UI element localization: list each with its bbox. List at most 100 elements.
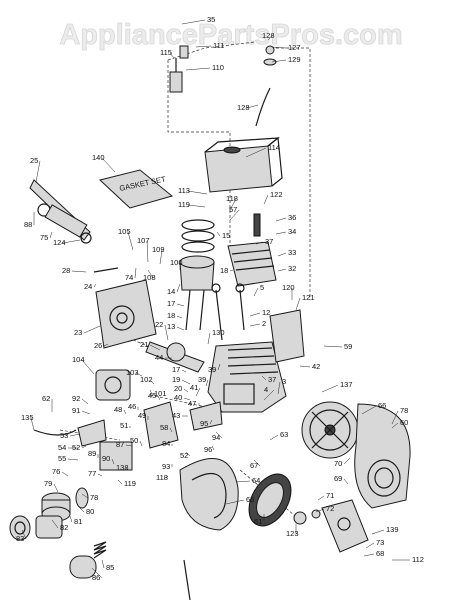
part-number-label: 37 — [268, 375, 276, 384]
callout-leader — [211, 445, 215, 451]
part-number-label: 24 — [84, 282, 92, 291]
part-number-label: 46 — [128, 402, 136, 411]
callout-leader — [277, 381, 281, 395]
part-number-label: 112 — [412, 555, 424, 564]
part-number-label: 88 — [24, 220, 32, 229]
callout-leader — [371, 529, 385, 535]
callout-leader — [277, 268, 287, 272]
part-number-label: 42 — [312, 362, 320, 371]
part-number-label: 101 — [154, 389, 167, 398]
fill-tube — [169, 71, 183, 93]
part-number-label: 90 — [102, 454, 110, 463]
part-number-label: 127 — [288, 43, 301, 52]
part-number-label: 83 — [16, 534, 24, 543]
callout-leader — [253, 459, 261, 467]
callout-leader — [81, 398, 89, 405]
part-number-label: 77 — [88, 469, 96, 478]
callout-leader — [69, 433, 81, 437]
part-number-label: 4 — [264, 385, 268, 394]
callout-leader — [139, 440, 143, 447]
part-number-label: 124 — [53, 238, 66, 247]
part-number-label: 45 — [148, 391, 156, 400]
part-number-label: 122 — [270, 190, 283, 199]
flywheel — [301, 401, 359, 459]
part-number-label: 69 — [334, 474, 342, 483]
callout-leader — [111, 458, 115, 465]
part-number-label: 91 — [72, 406, 80, 415]
callout-leader — [261, 375, 267, 381]
callout-leader — [61, 471, 69, 477]
part-number-label: 139 — [386, 525, 399, 534]
part-number-label: 41 — [190, 383, 198, 392]
part-number-label: 17 — [167, 299, 175, 308]
part-number-label: 95 — [200, 419, 208, 428]
callout-leader — [81, 493, 89, 499]
callout-leader — [69, 515, 73, 523]
callout-leader — [183, 388, 189, 393]
callout-leader — [255, 241, 264, 245]
callout-leader — [246, 104, 259, 109]
callout-leader — [181, 379, 191, 385]
part-number-label: 118 — [226, 194, 238, 203]
part-number-label: 96 — [204, 445, 212, 454]
callout-leader — [207, 332, 211, 345]
callout-leader — [229, 198, 237, 211]
callout-leader — [263, 194, 269, 205]
part-number-label: 103 — [126, 368, 139, 377]
part-number-label: 94 — [212, 433, 220, 442]
part-number-label: 18 — [167, 311, 175, 320]
part-number-label: 72 — [326, 504, 334, 513]
callout-leader — [187, 190, 208, 195]
callout-leader — [215, 431, 223, 439]
callout-leader — [91, 567, 103, 579]
callout-leader — [323, 345, 343, 348]
part-number-label: 76 — [52, 467, 60, 476]
part-number-label: 51 — [120, 421, 128, 430]
callout-leader — [176, 303, 185, 307]
part-number-label: 20 — [174, 384, 182, 393]
callout-leader — [245, 147, 267, 158]
gasket-set: GASKET SET — [98, 169, 174, 209]
callout-leader — [97, 473, 103, 477]
callout-leader — [295, 297, 301, 311]
callout-leader — [235, 480, 251, 483]
part-number-label: 107 — [137, 236, 150, 245]
part-number-label: 115 — [160, 48, 172, 57]
callout-leader — [209, 419, 213, 425]
callout-leader — [205, 379, 209, 387]
dipstick-parts — [169, 45, 277, 127]
part-number-label: 100 — [170, 258, 183, 267]
part-number-label: 105 — [118, 227, 131, 236]
callout-leader — [101, 559, 105, 569]
fuel-tank — [204, 136, 283, 193]
callout-leader — [149, 379, 155, 385]
callout-leader — [271, 59, 287, 63]
callout-leader — [343, 478, 349, 485]
crankcase-cover — [93, 267, 157, 349]
part-number-label: 15 — [222, 231, 230, 240]
part-number-label: 60 — [400, 418, 408, 427]
control-bracket — [269, 309, 305, 363]
part-number-label: 53 — [60, 431, 68, 440]
callout-leader — [125, 444, 133, 447]
callout-leader — [93, 283, 97, 288]
part-number-label: 68 — [376, 549, 384, 558]
cap-nut — [265, 45, 275, 55]
callout-leader — [149, 389, 153, 395]
part-number-label: 5 — [260, 283, 264, 292]
part-number-label: 80 — [86, 507, 94, 516]
part-number-label: 33 — [288, 248, 296, 257]
part-number-label: 49 — [138, 411, 146, 420]
callout-leader — [49, 231, 53, 239]
part-number-label: 35 — [207, 15, 215, 24]
part-number-label: 85 — [106, 563, 114, 572]
part-number-label: 52 — [72, 443, 80, 452]
callout-leader — [164, 324, 169, 341]
part-number-label: 17 — [172, 365, 180, 374]
part-number-label: 118 — [156, 473, 168, 482]
part-number-label: 67 — [250, 461, 258, 470]
part-number-label: 128 — [262, 31, 275, 40]
part-number-label: 79 — [44, 479, 52, 488]
part-number-label: 12 — [262, 308, 270, 317]
muffler-assembly — [29, 179, 92, 244]
